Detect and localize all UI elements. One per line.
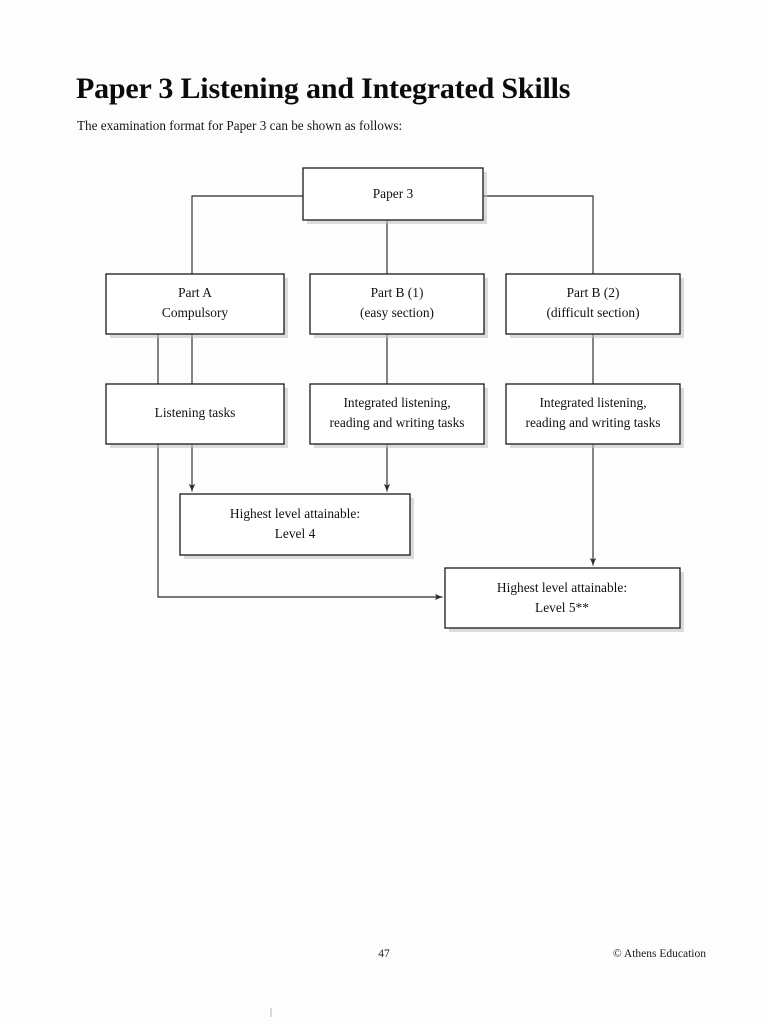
node-integrated-tasks-b2: Integrated listening, reading and writin… bbox=[505, 383, 684, 448]
node-integrated-b2-label-1: Integrated listening, bbox=[539, 395, 646, 410]
node-level-5-label-2: Level 5** bbox=[535, 600, 589, 615]
node-level-4-label-1: Highest level attainable: bbox=[230, 506, 360, 521]
node-level-5-label-1: Highest level attainable: bbox=[497, 580, 627, 595]
node-integrated-b1-label-1: Integrated listening, bbox=[343, 395, 450, 410]
node-part-b2-label-2: (difficult section) bbox=[546, 305, 639, 320]
node-integrated-b2-label-2: reading and writing tasks bbox=[526, 415, 661, 430]
node-integrated-b1-label-2: reading and writing tasks bbox=[330, 415, 465, 430]
connector-lines bbox=[157, 195, 597, 601]
footer-page-number: 47 bbox=[378, 948, 390, 960]
scan-artifact bbox=[270, 1008, 272, 1017]
node-level-5: Highest level attainable: Level 5** bbox=[444, 567, 684, 632]
node-level-4-label-2: Level 4 bbox=[275, 526, 316, 541]
edge-paper3-to-part-a bbox=[191, 195, 304, 275]
node-part-a-label-1: Part A bbox=[178, 285, 212, 300]
node-listening-tasks: Listening tasks bbox=[105, 383, 288, 448]
node-part-a-label-2: Compulsory bbox=[162, 305, 229, 320]
edge-part-a-to-level5 bbox=[157, 383, 443, 601]
node-part-a: Part A Compulsory bbox=[105, 273, 288, 338]
footer-copyright: © Athens Education bbox=[612, 948, 706, 960]
node-part-b1-label-2: (easy section) bbox=[360, 305, 434, 320]
node-part-b1: Part B (1) (easy section) bbox=[309, 273, 488, 338]
node-integrated-tasks-b1: Integrated listening, reading and writin… bbox=[309, 383, 488, 448]
edge-paper3-to-part-b2 bbox=[482, 195, 594, 275]
node-listening-tasks-label: Listening tasks bbox=[155, 405, 236, 420]
node-level-4: Highest level attainable: Level 4 bbox=[179, 493, 414, 559]
paper3-format-flowchart: Paper 3 Part A Compulsory Part B (1) (ea… bbox=[105, 167, 684, 632]
node-part-b1-label-1: Part B (1) bbox=[371, 285, 424, 300]
page-title: Paper 3 Listening and Integrated Skills bbox=[76, 72, 571, 106]
node-part-b2-label-1: Part B (2) bbox=[567, 285, 620, 300]
node-part-b2: Part B (2) (difficult section) bbox=[505, 273, 684, 338]
node-paper3-label: Paper 3 bbox=[373, 186, 414, 201]
intro-paragraph: The examination format for Paper 3 can b… bbox=[77, 118, 403, 134]
node-paper3: Paper 3 bbox=[302, 167, 487, 224]
